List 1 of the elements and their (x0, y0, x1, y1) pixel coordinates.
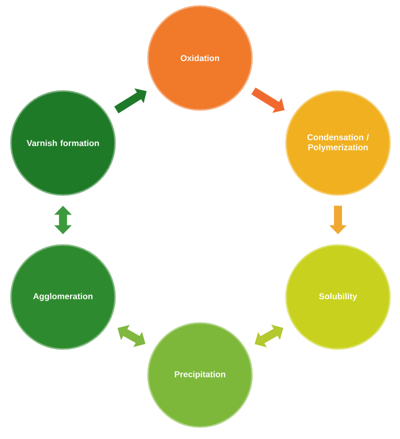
block-arrow (254, 324, 284, 348)
